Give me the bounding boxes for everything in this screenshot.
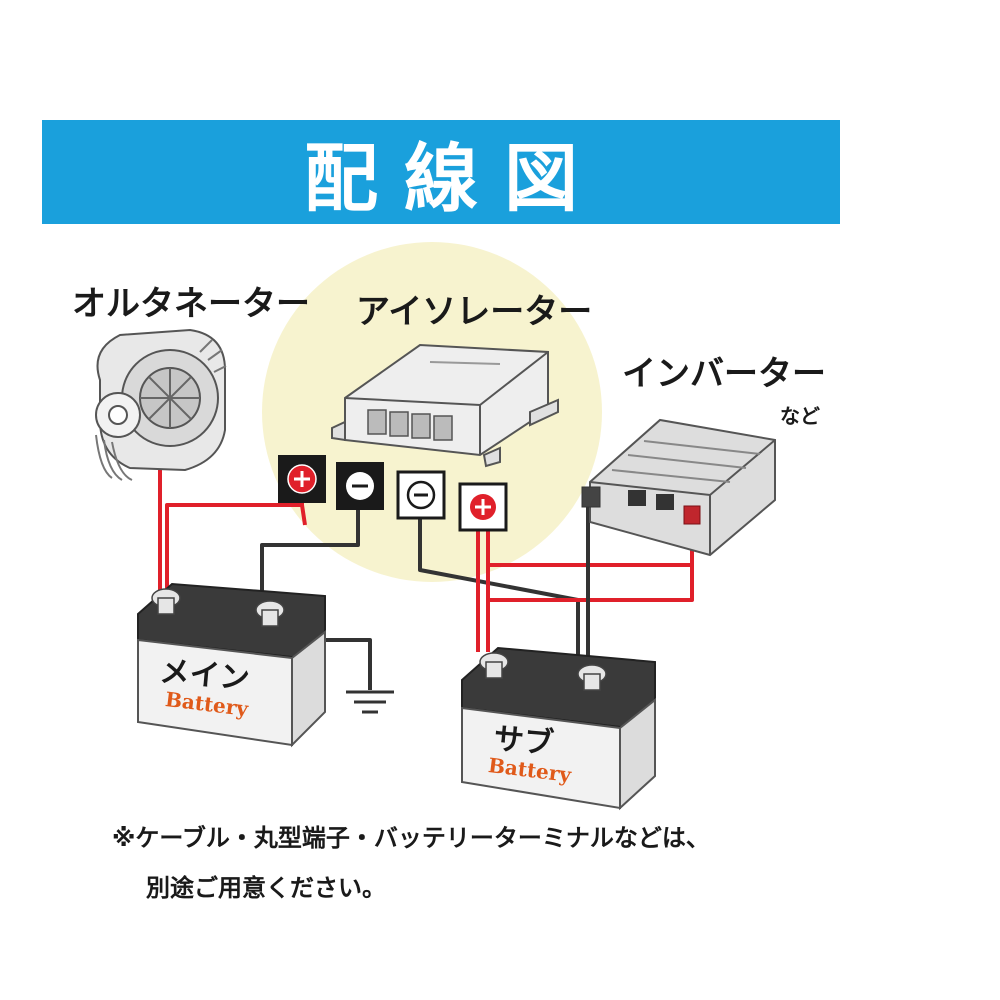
wire-isolator-minus-to-sub [418,510,580,660]
plus-icon [475,499,491,515]
inverter-vent-1 [628,490,646,506]
terminal-red-plus-black [278,455,326,503]
inverter-plus-terminal [683,505,701,525]
terminal-red-plus-white [458,482,508,532]
terminal-white-minus-black [336,462,384,510]
terminal-black-minus-white [396,470,446,520]
note-line-2: 別途ご用意ください。 [146,874,386,902]
inverter-illustration [581,418,776,557]
banner: 配線図 [42,120,840,224]
sub-battery [461,646,656,811]
alternator-label: オルタネーター [72,284,310,324]
inverter-suffix-label: など [780,404,820,428]
ground-symbol [346,690,394,714]
main-battery [137,582,326,748]
banner-background [42,120,840,224]
inverter-label: インバーター [622,354,826,394]
isolator-illustration [331,343,559,468]
alternator-illustration [95,328,227,481]
note-line-1: ※ケーブル・丸型端子・バッテリーターミナルなどは、 [112,824,710,852]
inverter-vent-2 [656,494,674,510]
plus-icon [294,471,310,487]
isolator-label: アイソレーター [356,292,593,332]
wire-isolator-minus-to-main [260,500,360,610]
banner-title: 配線図 [304,135,604,222]
